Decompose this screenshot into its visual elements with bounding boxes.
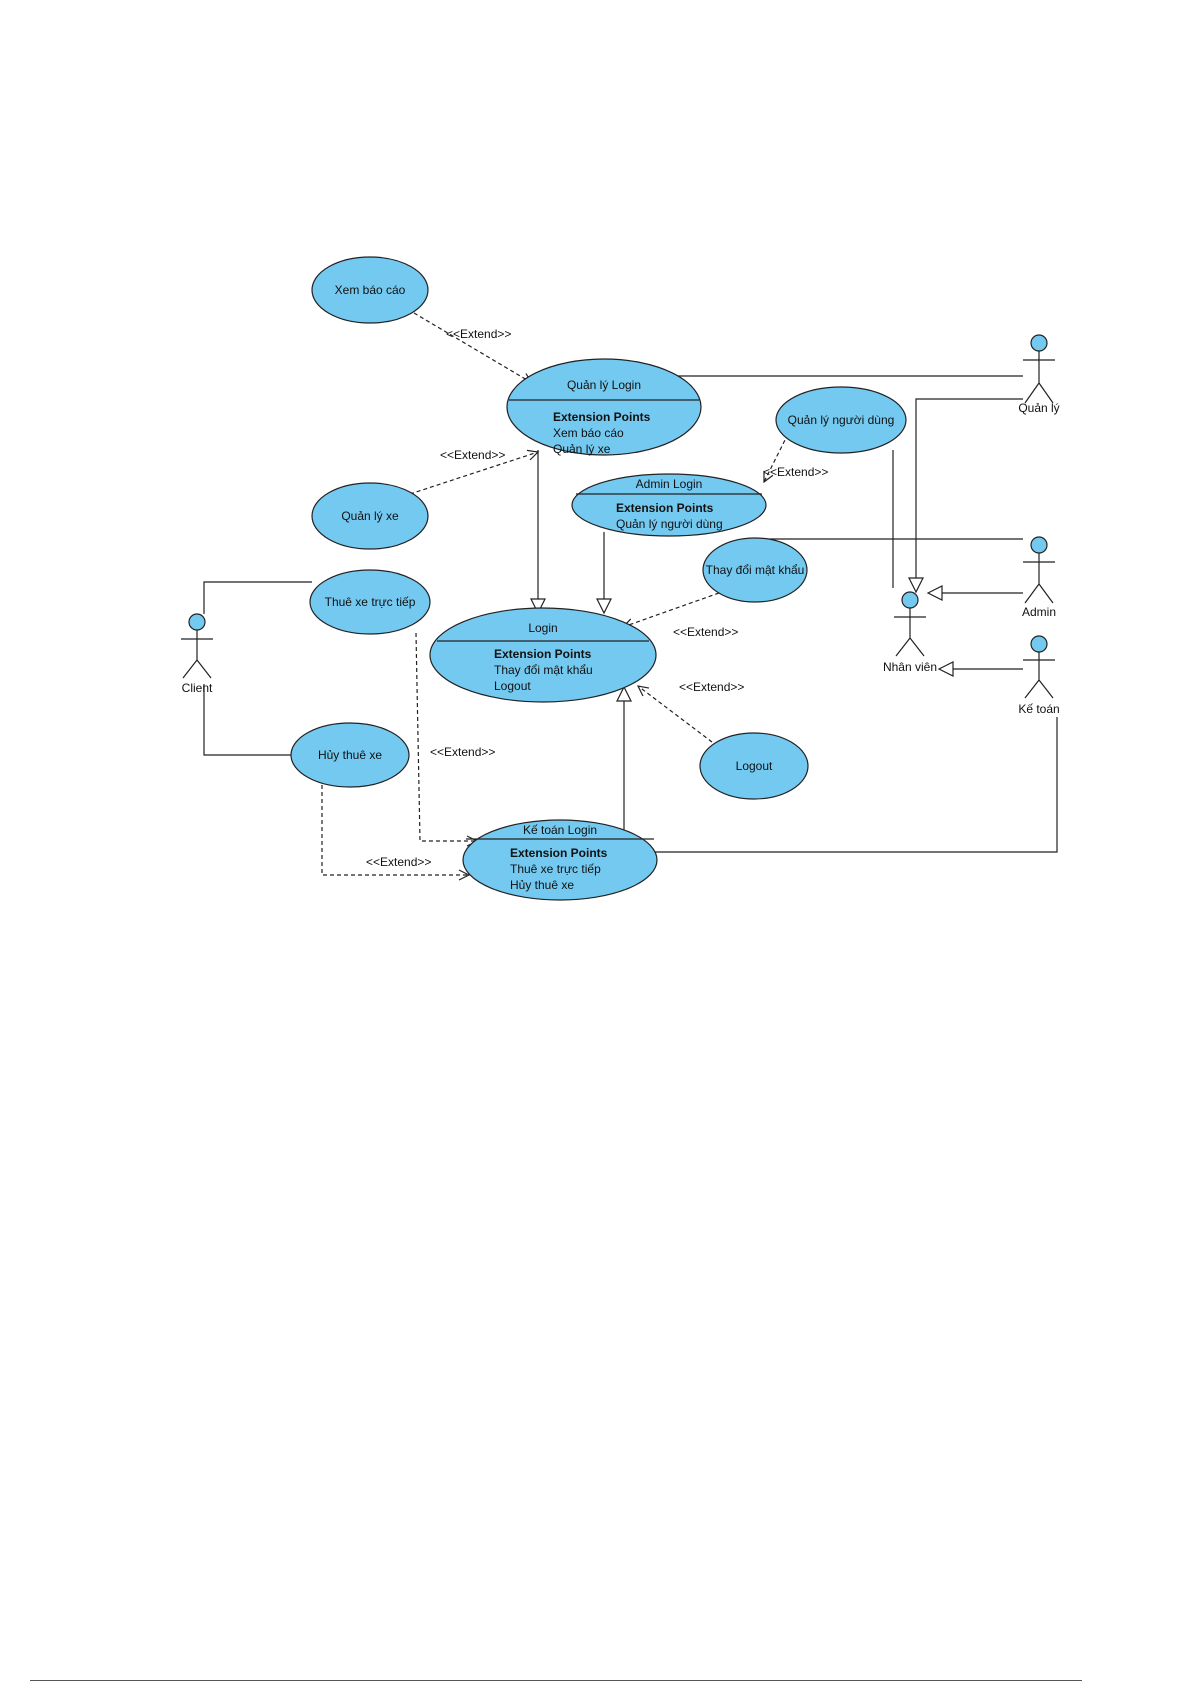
- extend-quan-ly-nguoi-dung: [764, 433, 789, 482]
- actor-label: Client: [182, 681, 213, 695]
- gen-arrowhead: [908, 577, 924, 594]
- assoc-client-thue-xe: [203, 581, 312, 614]
- use-case-quan-ly-login[interactable]: Quản lý Login Extension Points Xem báo c…: [506, 358, 702, 456]
- gen-quan-ly-to-nhan-vien: [915, 398, 1023, 578]
- use-case-label: Quản lý xe: [341, 509, 399, 523]
- gen-arrowhead: [937, 661, 954, 677]
- extension-points-header: Extension Points: [616, 501, 714, 515]
- extend-logout: [638, 686, 713, 743]
- gen-arrowhead: [596, 598, 612, 615]
- use-case-thay-doi-mat-khau[interactable]: Thay đổi mật khẩu: [702, 537, 808, 603]
- extension-points-header: Extension Points: [510, 846, 608, 860]
- actor-client[interactable]: Client: [181, 613, 213, 695]
- extension-points-header: Extension Points: [494, 647, 592, 661]
- gen-arrowhead: [530, 598, 546, 615]
- use-case-title: Login: [528, 621, 557, 635]
- extend-label: <<Extend>>: [440, 448, 505, 462]
- actor-admin[interactable]: Admin: [1022, 536, 1056, 619]
- extend-huy-thue-xe: [321, 785, 469, 875]
- extension-point: Quản lý người dùng: [616, 517, 723, 531]
- use-case-admin-login[interactable]: Admin Login Extension Points Quản lý ngư…: [571, 473, 767, 537]
- extension-point: Xem báo cáo: [553, 426, 624, 440]
- extend-thay-doi-mat-khau: [623, 592, 720, 627]
- extension-point: Quản lý xe: [553, 442, 611, 456]
- extension-point: Thuê xe trực tiếp: [510, 862, 601, 876]
- use-case-huy-thue-xe[interactable]: Hủy thuê xe: [290, 722, 410, 788]
- use-case-ke-toan-login[interactable]: Kế toán Login Extension Points Thuê xe t…: [462, 819, 658, 901]
- extend-thue-xe: [415, 632, 477, 841]
- extension-point: Logout: [494, 679, 531, 693]
- extend-label: <<Extend>>: [763, 465, 828, 479]
- use-case-title: Admin Login: [636, 477, 703, 491]
- use-case-quan-ly-xe[interactable]: Quản lý xe: [311, 482, 429, 550]
- extend-dependencies: <<Extend>> <<Extend>> <<Extend>> <<Exten…: [321, 312, 828, 875]
- extend-xem-bao-cao: [413, 312, 532, 383]
- assoc-client-huy-thue-xe: [203, 684, 292, 756]
- use-case-thue-xe-truc-tiep[interactable]: Thuê xe trực tiếp: [309, 569, 431, 635]
- use-case-label: Quản lý người dùng: [788, 413, 895, 427]
- use-case-xem-bao-cao[interactable]: Xem báo cáo: [311, 256, 429, 324]
- use-case-quan-ly-nguoi-dung[interactable]: Quản lý người dùng: [775, 386, 907, 454]
- associations: [203, 375, 1058, 853]
- extend-label: <<Extend>>: [446, 327, 511, 341]
- assoc-ke-toan-login-ke-toan: [655, 717, 1058, 853]
- generalizations: [530, 398, 1023, 831]
- actor-label: Nhân viên: [883, 660, 937, 674]
- page-footer-rule: [30, 1680, 1082, 1681]
- actor-ke-toan[interactable]: Kế toán: [1018, 635, 1060, 716]
- extend-label: <<Extend>>: [366, 855, 431, 869]
- actor-nhan-vien[interactable]: Nhân viên: [883, 591, 937, 674]
- actor-label: Kế toán: [1018, 702, 1059, 716]
- gen-arrowhead: [926, 585, 943, 601]
- extension-point: Hủy thuê xe: [510, 878, 574, 892]
- extension-point: Thay đổi mật khẩu: [494, 663, 593, 677]
- actor-label: Admin: [1022, 605, 1056, 619]
- actor-label: Quản lý: [1018, 401, 1059, 415]
- actor-quan-ly[interactable]: Quản lý: [1018, 334, 1060, 415]
- extension-points-header: Extension Points: [553, 410, 651, 424]
- use-case-label: Hủy thuê xe: [318, 748, 382, 762]
- use-case-label: Thay đổi mật khẩu: [706, 563, 805, 577]
- use-case-label: Logout: [736, 759, 773, 773]
- use-case-label: Thuê xe trực tiếp: [325, 595, 416, 609]
- use-case-title: Kế toán Login: [523, 823, 597, 837]
- extend-label: <<Extend>>: [430, 745, 495, 759]
- use-case-login[interactable]: Login Extension Points Thay đổi mật khẩu…: [429, 607, 657, 703]
- extend-label: <<Extend>>: [679, 680, 744, 694]
- extend-label: <<Extend>>: [673, 625, 738, 639]
- use-case-logout[interactable]: Logout: [699, 732, 809, 800]
- use-case-label: Xem báo cáo: [335, 283, 406, 297]
- extend-quan-ly-xe: [409, 452, 538, 495]
- gen-arrowhead: [616, 685, 632, 702]
- use-case-title: Quản lý Login: [567, 378, 641, 392]
